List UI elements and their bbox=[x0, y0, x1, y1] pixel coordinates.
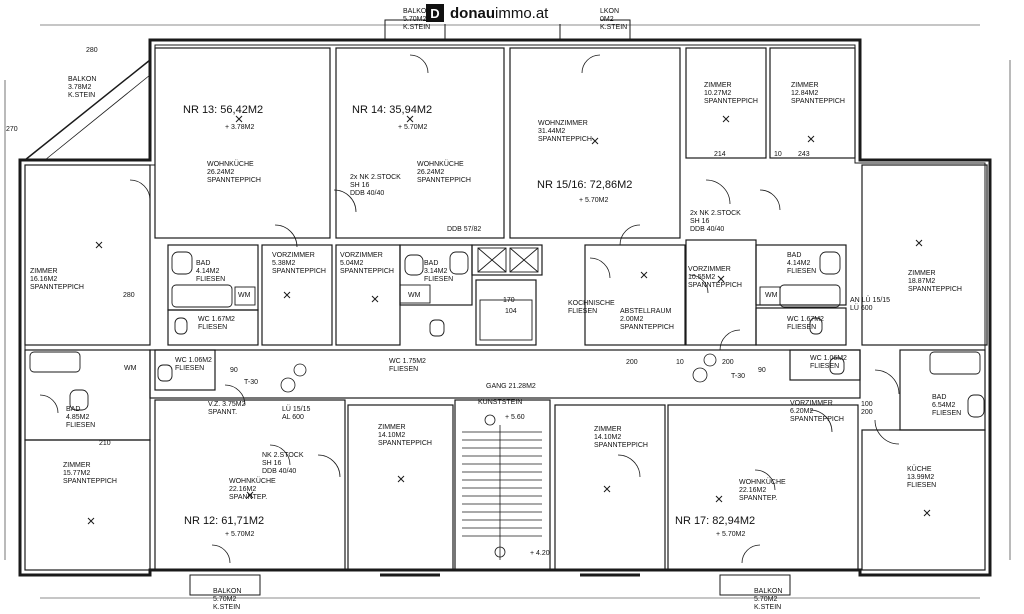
unit-title-nr17: NR 17: 82,94M2 bbox=[675, 515, 756, 527]
logo-brand-bold: donau bbox=[450, 4, 495, 22]
dim-210: 210 bbox=[99, 440, 111, 447]
washer-label-3: WM bbox=[765, 292, 778, 299]
unit-balcony-nr12: + 5.70M2 bbox=[225, 531, 255, 538]
washer-label-2: WM bbox=[408, 292, 421, 299]
washer-label-4: WM bbox=[124, 365, 137, 372]
dim-200a: 200 bbox=[626, 359, 638, 366]
dim-10: 10 bbox=[774, 151, 782, 158]
dim-100: 100 bbox=[861, 401, 873, 408]
unit-title-nr14: NR 14: 35,94M2 bbox=[352, 104, 433, 116]
dim-170: 170 bbox=[503, 297, 515, 304]
dim-10b: 10 bbox=[676, 359, 684, 366]
fire-door-right: T-30 bbox=[731, 373, 746, 380]
dim-200b: 200 bbox=[722, 359, 734, 366]
dim-243: 243 bbox=[798, 151, 810, 158]
room-label-gang: GANG 21.28M2 bbox=[486, 383, 536, 390]
room-label-kunststein: KUNSTSTEIN bbox=[478, 399, 523, 406]
unit-balcony-nr17: + 5.70M2 bbox=[716, 531, 746, 538]
dim-104: 104 bbox=[505, 308, 517, 315]
dim-90a: 90 bbox=[230, 367, 238, 374]
fire-door-left: T-30 bbox=[244, 379, 259, 386]
logo-brand-light: immo.at bbox=[495, 4, 549, 22]
dim-214: 214 bbox=[714, 151, 726, 158]
dim-200c: 200 bbox=[861, 409, 873, 416]
unit-title-nr1516: NR 15/16: 72,86M2 bbox=[537, 179, 633, 191]
dim-280b: 280 bbox=[123, 292, 135, 299]
dim-270: 270 bbox=[6, 126, 18, 133]
room-label-ddb: DDB 57/82 bbox=[447, 226, 482, 233]
unit-balcony-nr1516: + 5.70M2 bbox=[579, 197, 609, 204]
stair-level-bottom: + 4.20 bbox=[530, 550, 550, 557]
unit-title-nr13: NR 13: 56,42M2 bbox=[183, 104, 264, 116]
dim-280: 280 bbox=[86, 47, 98, 54]
unit-balcony-nr13: + 3.78M2 bbox=[225, 124, 255, 131]
dim-90b: 90 bbox=[758, 367, 766, 374]
unit-balcony-nr14: + 5.70M2 bbox=[398, 124, 428, 131]
logo-mark-icon: D bbox=[426, 4, 444, 22]
logo-text: donauimmo.at bbox=[450, 5, 548, 22]
unit-title-nr12: NR 12: 61,71M2 bbox=[184, 515, 265, 527]
washer-label-1: WM bbox=[238, 292, 251, 299]
brand-logo[interactable]: D donauimmo.at bbox=[426, 2, 600, 24]
stair-level-top: + 5.60 bbox=[505, 414, 525, 421]
